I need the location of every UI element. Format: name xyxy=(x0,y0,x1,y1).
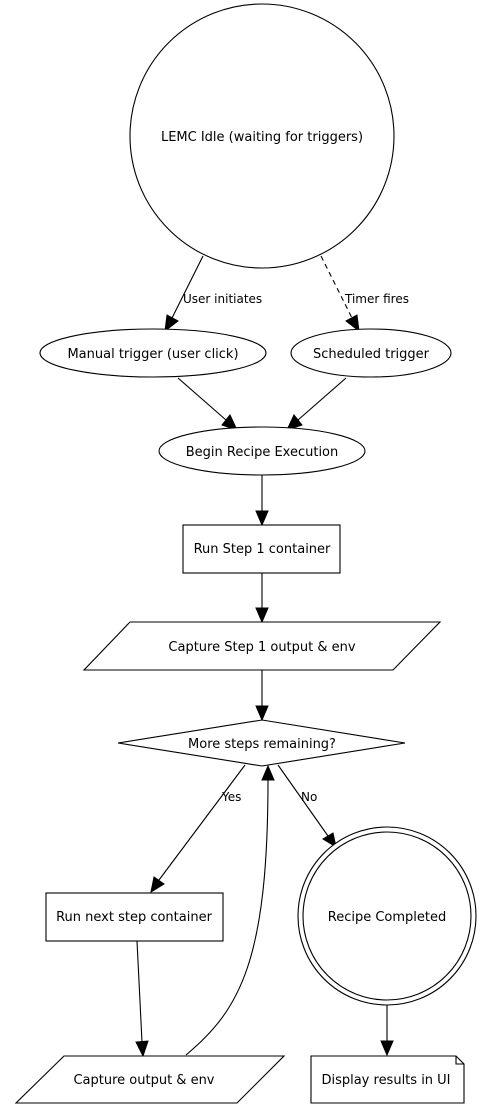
arrowhead-next-to-capture xyxy=(135,1040,149,1058)
node-display-shape xyxy=(310,1055,465,1104)
arrowhead-scheduled-to-begin xyxy=(286,414,303,431)
node-display: Display results in UI xyxy=(310,1055,465,1104)
arrowhead-more-to-next xyxy=(150,876,165,894)
node-more-label: More steps remaining? xyxy=(188,737,336,752)
node-idle-label: LEMC Idle (waiting for triggers) xyxy=(161,130,363,145)
edge-label-yes: Yes xyxy=(221,790,241,804)
edge-more-to-next xyxy=(158,764,246,881)
node-manual-label: Manual trigger (user click) xyxy=(67,347,238,362)
node-step1: Run Step 1 container xyxy=(182,524,341,574)
node-capture1: Capture Step 1 output & env xyxy=(82,621,442,671)
edge-labels: User initiates Timer fires Yes No xyxy=(183,292,409,804)
node-display-fold-icon xyxy=(455,1056,464,1065)
node-next: Run next step container xyxy=(45,892,224,942)
node-manual-shape xyxy=(39,328,267,378)
edge-label-user-initiates: User initiates xyxy=(183,292,262,306)
arrowhead-begin-to-step1 xyxy=(255,510,269,527)
edge-more-to-completed xyxy=(277,764,329,837)
node-begin: Begin Recipe Execution xyxy=(158,426,366,476)
edge-label-no: No xyxy=(301,790,317,804)
node-next-shape xyxy=(45,892,224,942)
node-capture: Capture output & env xyxy=(14,1055,286,1104)
edge-manual-to-begin xyxy=(177,377,227,421)
node-step1-shape xyxy=(182,524,341,574)
node-capture1-shape xyxy=(82,621,442,671)
edge-next-to-capture xyxy=(136,940,143,1043)
arrowhead-more-to-completed xyxy=(322,832,337,849)
edge-label-timer-fires: Timer fires xyxy=(344,292,409,306)
node-idle: LEMC Idle (waiting for triggers) xyxy=(129,3,395,269)
arrowhead-capture-to-more xyxy=(261,764,275,781)
arrowhead-completed-to-display xyxy=(380,1040,394,1057)
node-completed-label: Recipe Completed xyxy=(328,910,447,925)
edge-idle-to-scheduled xyxy=(320,255,353,319)
arrowhead-idle-to-manual xyxy=(164,314,179,333)
arrowhead-manual-to-begin xyxy=(221,414,238,431)
node-begin-shape xyxy=(158,426,366,476)
node-manual: Manual trigger (user click) xyxy=(39,328,267,378)
edges xyxy=(135,255,394,1058)
node-step1-label: Run Step 1 container xyxy=(194,542,331,557)
node-more-shape xyxy=(117,719,406,767)
node-capture-shape xyxy=(14,1055,286,1104)
node-display-label: Display results in UI xyxy=(321,1073,450,1088)
node-scheduled-shape xyxy=(290,328,452,378)
node-more: More steps remaining? xyxy=(117,719,406,767)
edge-capture-to-more xyxy=(185,779,269,1056)
node-begin-label: Begin Recipe Execution xyxy=(186,445,339,460)
node-capture-label: Capture output & env xyxy=(73,1073,214,1088)
edge-scheduled-to-begin xyxy=(297,377,347,421)
node-next-label: Run next step container xyxy=(56,910,212,925)
node-completed-inner-ring xyxy=(302,831,472,1001)
node-idle-shape xyxy=(129,3,395,269)
node-completed: Recipe Completed xyxy=(297,826,477,1006)
arrowhead-idle-to-scheduled xyxy=(345,314,360,333)
arrowhead-step1-to-capture1 xyxy=(255,607,269,624)
arrowhead-capture1-to-more xyxy=(255,705,269,722)
node-scheduled: Scheduled trigger xyxy=(290,328,452,378)
node-scheduled-label: Scheduled trigger xyxy=(313,347,430,362)
edge-idle-to-manual xyxy=(171,255,204,319)
node-capture1-label: Capture Step 1 output & env xyxy=(168,640,355,655)
